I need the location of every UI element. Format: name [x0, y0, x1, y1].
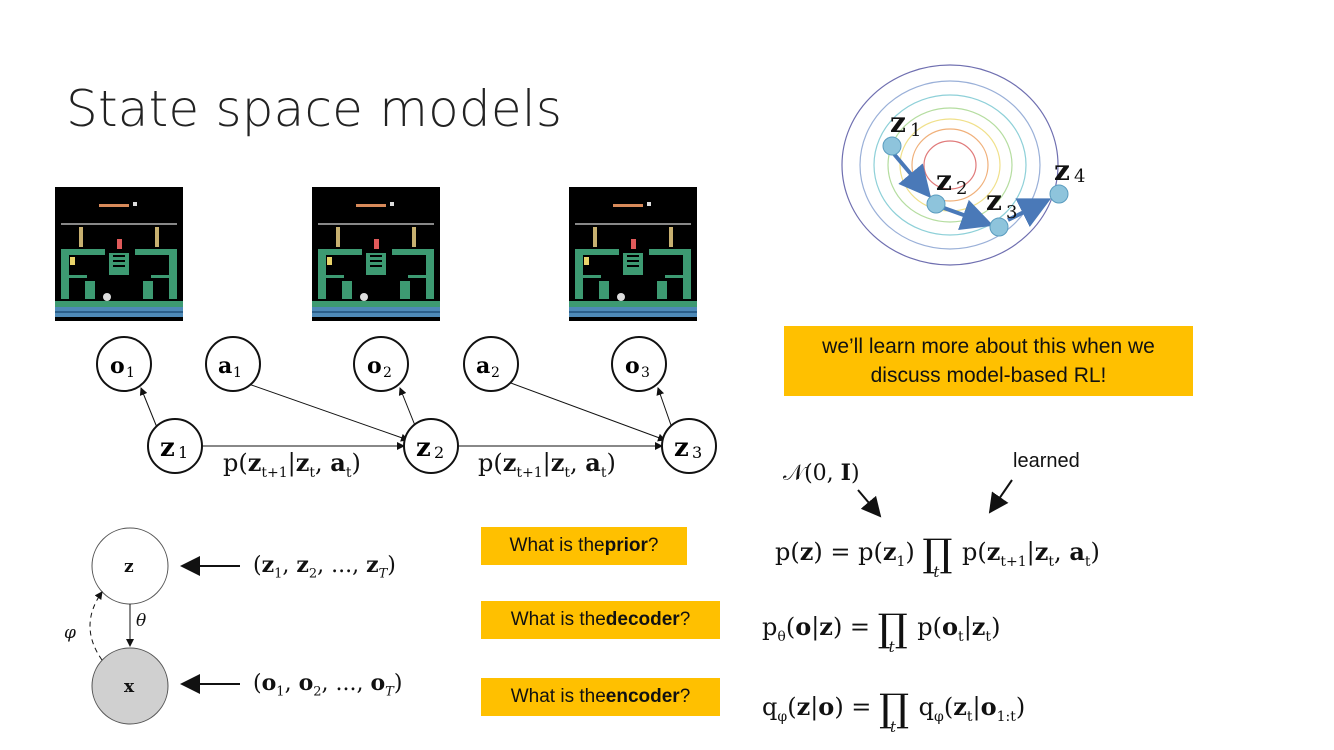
state-space-graph: o 1 a 1 o 2 a 2 o 3 z 1 z 2 z 3 [96, 336, 717, 474]
encoder-equation: qφ(z|o) = ∏ t qφ(zt|o1:t) [762, 686, 1026, 736]
trajectory-point-z2 [926, 194, 946, 214]
node-o3: o 3 [611, 336, 667, 392]
node-z2: z 2 [403, 418, 459, 474]
svg-text:z: z [936, 164, 952, 197]
svg-text:2: 2 [383, 365, 392, 381]
decoder-equation: pθ(o|z) = ∏ t p(ot|zt) [762, 606, 1001, 656]
node-o1: o 1 [96, 336, 152, 392]
callout-line-1: we’ll learn more about this when we [822, 335, 1155, 358]
transition-label-2: p(zt+1|zt, at) [478, 448, 616, 481]
game-frame-1 [55, 187, 183, 321]
trajectory-point-z4 [1049, 184, 1069, 204]
decoder-question: What is the decoder? [481, 601, 720, 639]
prior-question: What is the prior? [481, 527, 687, 565]
svg-text:a: a [476, 353, 490, 379]
svg-text:1: 1 [910, 120, 921, 141]
svg-text:z: z [986, 184, 1002, 217]
svg-text:z: z [160, 433, 175, 463]
svg-text:x: x [124, 677, 135, 697]
prior-note: 𝒩(0, I) [783, 460, 860, 486]
svg-text:z: z [416, 433, 431, 463]
svg-text:o: o [625, 353, 640, 379]
edge-z1-o1 [139, 387, 159, 431]
vae-diagram: z x θ φ [64, 527, 240, 725]
slide-title: State space models [66, 80, 563, 138]
svg-text:a: a [218, 353, 232, 379]
game-frame-2 [312, 187, 440, 321]
edge-a1-z2 [242, 381, 409, 442]
edge-a2-z3 [507, 381, 666, 442]
svg-text:z: z [674, 433, 689, 463]
game-frames [55, 187, 697, 321]
observation-sequence: (o1, o2, ..., oT) [253, 670, 403, 700]
svg-text:z: z [1054, 154, 1070, 187]
svg-text:3: 3 [1006, 202, 1017, 223]
annotation-arrows [857, 479, 1013, 518]
game-frame-3 [569, 187, 697, 321]
node-a2: a 2 [463, 336, 519, 392]
svg-text:o: o [110, 353, 125, 379]
model-based-rl-callout: we’ll learn more about this when we disc… [784, 326, 1193, 396]
svg-text:o: o [367, 353, 382, 379]
svg-text:3: 3 [641, 365, 650, 381]
encoder-question: What is the encoder? [481, 678, 720, 716]
edge-z3-o3 [656, 387, 673, 429]
node-a1: a 1 [205, 336, 261, 392]
svg-text:2: 2 [956, 178, 967, 199]
svg-text:1: 1 [178, 443, 188, 462]
svg-text:z: z [124, 557, 134, 577]
callout-line-2: discuss model-based RL! [870, 364, 1107, 387]
trajectory-point-z1 [882, 136, 902, 156]
trajectory-point-z3 [989, 217, 1009, 237]
learned-note: learned [1013, 450, 1080, 472]
svg-text:2: 2 [434, 443, 444, 462]
svg-text:z: z [890, 106, 906, 139]
svg-text:θ: θ [136, 611, 146, 631]
svg-text:3: 3 [692, 443, 702, 462]
latent-trajectory-diagram: z 1 z 2 z 3 z 4 [841, 64, 1070, 266]
svg-text:φ: φ [64, 623, 76, 643]
node-z3: z 3 [661, 418, 717, 474]
vae-observed-node [91, 647, 169, 725]
svg-text:1: 1 [233, 365, 242, 381]
edge-z2-o2 [398, 387, 417, 429]
trajectory-label-z4-sub: 4 [1074, 166, 1086, 187]
transition-label-1: p(zt+1|zt, at) [223, 448, 361, 481]
svg-text:2: 2 [491, 365, 500, 381]
encoder-edge [89, 591, 103, 661]
latent-sequence: (z1, z2, ..., zT) [253, 552, 396, 582]
svg-text:1: 1 [126, 365, 135, 381]
prior-equation: p(z) = p(z1) ∏ t p(zt+1|zt, at) [775, 531, 1100, 581]
node-o2: o 2 [353, 336, 409, 392]
node-z1: z 1 [147, 418, 203, 474]
